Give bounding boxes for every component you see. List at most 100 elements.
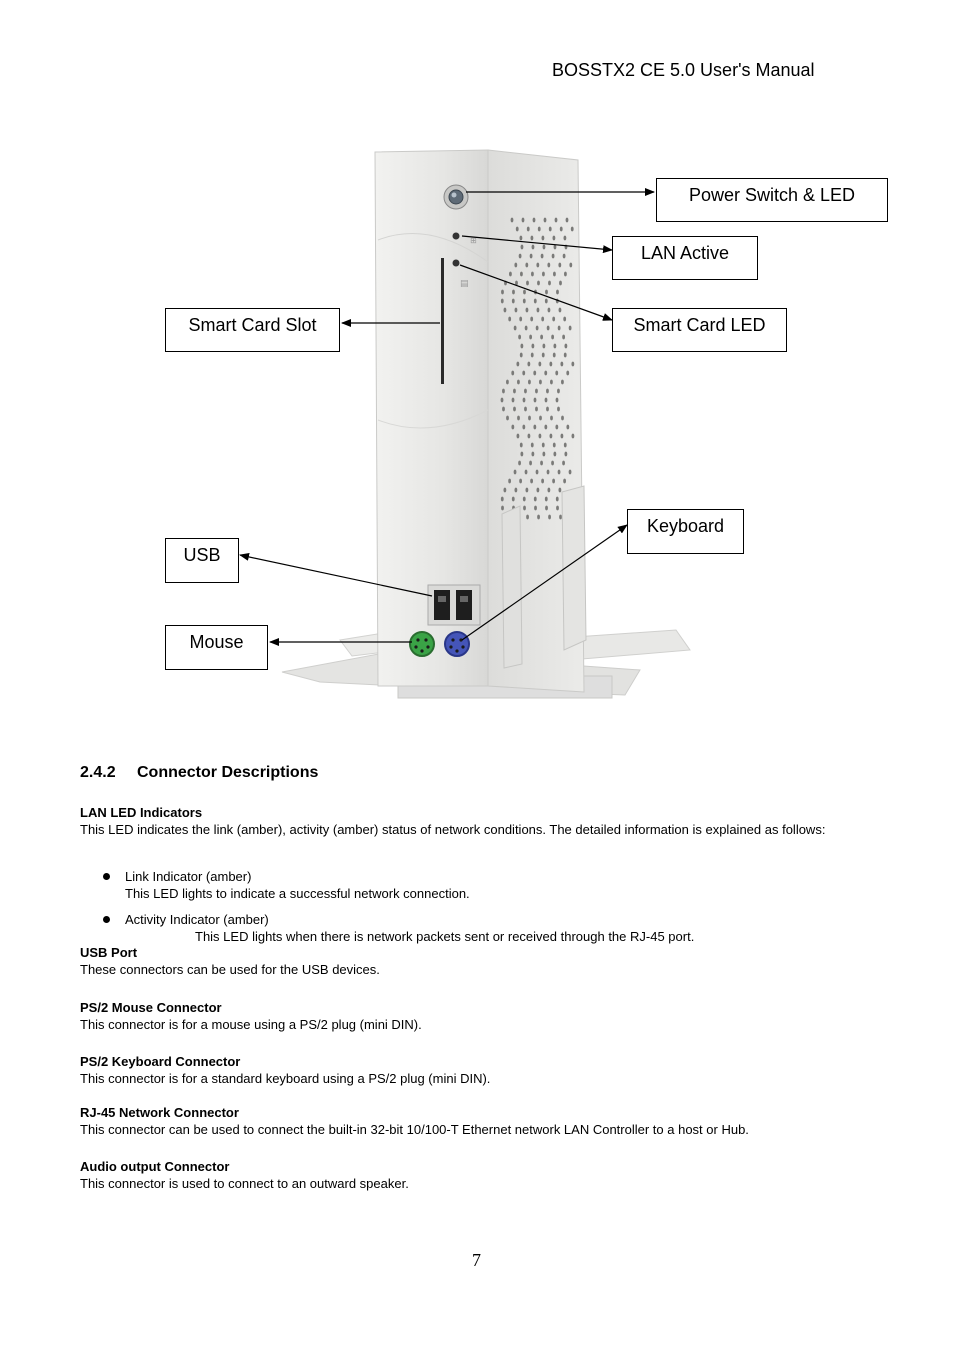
vent-hole xyxy=(501,497,504,502)
vent-hole xyxy=(534,497,537,502)
vent-hole xyxy=(553,443,556,448)
callout-smart-card-led: Smart Card LED xyxy=(612,308,787,352)
vent-hole xyxy=(511,425,514,430)
vent-hole xyxy=(552,254,555,259)
power-button-icon xyxy=(444,185,468,209)
vent-hole xyxy=(506,380,509,385)
vent-hole xyxy=(502,389,505,394)
callout-usb: USB xyxy=(165,538,239,583)
vent-hole xyxy=(540,461,543,466)
vent-hole xyxy=(533,425,536,430)
vent-hole xyxy=(518,335,521,340)
vent-hole xyxy=(537,281,540,286)
vent-hole xyxy=(569,326,572,331)
ps2-mouse-title: PS/2 Mouse Connector xyxy=(80,999,880,1016)
vent-hole xyxy=(516,362,519,367)
callout-mouse: Mouse xyxy=(165,625,268,670)
vent-hole xyxy=(523,497,526,502)
vent-hole xyxy=(533,218,536,223)
vent-hole xyxy=(532,245,535,250)
vent-hole xyxy=(559,281,562,286)
vent-hole xyxy=(538,227,541,232)
rj45-title: RJ-45 Network Connector xyxy=(80,1104,880,1121)
vent-hole xyxy=(563,479,566,484)
vent-hole xyxy=(525,470,528,475)
vent-hole xyxy=(542,236,545,241)
ps2-keyboard-title: PS/2 Keyboard Connector xyxy=(80,1053,880,1070)
vent-hole xyxy=(537,308,540,313)
vent-hole xyxy=(564,272,567,277)
vent-hole xyxy=(555,371,558,376)
vent-hole xyxy=(550,416,553,421)
vent-hole xyxy=(517,416,520,421)
vent-hole xyxy=(545,299,548,304)
vent-hole xyxy=(541,317,544,322)
usb-port-title: USB Port xyxy=(80,944,880,961)
vent-hole xyxy=(525,263,528,268)
vent-hole xyxy=(517,380,520,385)
vent-hole xyxy=(555,218,558,223)
vent-hole xyxy=(556,398,559,403)
vent-hole xyxy=(556,506,559,511)
vent-hole xyxy=(533,371,536,376)
link-indicator-desc: This LED lights to indicate a successful… xyxy=(125,885,470,902)
vent-hole xyxy=(547,470,550,475)
vent-hole xyxy=(547,326,550,331)
vent-hole xyxy=(503,488,506,493)
lan-led-icon xyxy=(453,233,460,240)
vent-hole xyxy=(553,236,556,241)
audio-title: Audio output Connector xyxy=(80,1158,880,1175)
ps2-mouse-body: This connector is for a mouse using a PS… xyxy=(80,1016,880,1033)
vent-hole xyxy=(528,380,531,385)
vent-hole xyxy=(520,443,523,448)
vent-hole xyxy=(531,344,534,349)
vent-hole xyxy=(564,353,567,358)
vent-hole xyxy=(523,290,526,295)
vent-hole xyxy=(520,272,523,277)
vent-hole xyxy=(564,344,567,349)
vent-hole xyxy=(525,326,528,331)
vent-hole xyxy=(513,407,516,412)
vent-hole xyxy=(511,218,514,223)
vent-hole xyxy=(501,290,504,295)
vent-hole xyxy=(526,308,529,313)
vent-hole xyxy=(534,506,537,511)
vent-hole xyxy=(519,479,522,484)
activity-indicator-label: Activity Indicator (amber) xyxy=(125,911,694,928)
vent-hole xyxy=(508,317,511,322)
vent-hole xyxy=(531,236,534,241)
callout-lan-active: LAN Active xyxy=(612,236,758,280)
callout-power-switch: Power Switch & LED xyxy=(656,178,888,222)
vent-hole xyxy=(553,452,556,457)
vent-hole xyxy=(560,227,563,232)
smart-card-led-icon xyxy=(453,260,460,267)
keyboard-port-icon xyxy=(445,632,469,656)
vent-hole xyxy=(563,254,566,259)
vent-hole xyxy=(564,236,567,241)
vent-hole xyxy=(551,461,554,466)
vent-hole xyxy=(550,434,553,439)
vent-hole xyxy=(520,452,523,457)
section-title: Connector Descriptions xyxy=(137,764,318,781)
vent-hole xyxy=(542,353,545,358)
lan-led-title: LAN LED Indicators xyxy=(80,804,880,821)
vent-hole xyxy=(504,308,507,313)
vent-hole xyxy=(523,506,526,511)
vent-hole xyxy=(514,263,517,268)
vent-hole xyxy=(530,317,533,322)
vent-hole xyxy=(517,434,520,439)
vent-hole xyxy=(534,398,537,403)
vent-hole xyxy=(548,281,551,286)
vent-hole xyxy=(501,506,504,511)
vent-hole xyxy=(520,236,523,241)
ps2-mouse-block: PS/2 Mouse Connector This connector is f… xyxy=(80,999,880,1033)
vent-hole xyxy=(555,425,558,430)
vent-hole xyxy=(544,371,547,376)
vent-hole xyxy=(544,218,547,223)
vent-hole xyxy=(561,380,564,385)
usb-ports-icon xyxy=(428,585,480,625)
vent-hole xyxy=(571,362,574,367)
vent-hole xyxy=(535,407,538,412)
lan-led-block: LAN LED Indicators This LED indicates th… xyxy=(80,804,880,838)
rj45-block: RJ-45 Network Connector This connector c… xyxy=(80,1104,880,1138)
